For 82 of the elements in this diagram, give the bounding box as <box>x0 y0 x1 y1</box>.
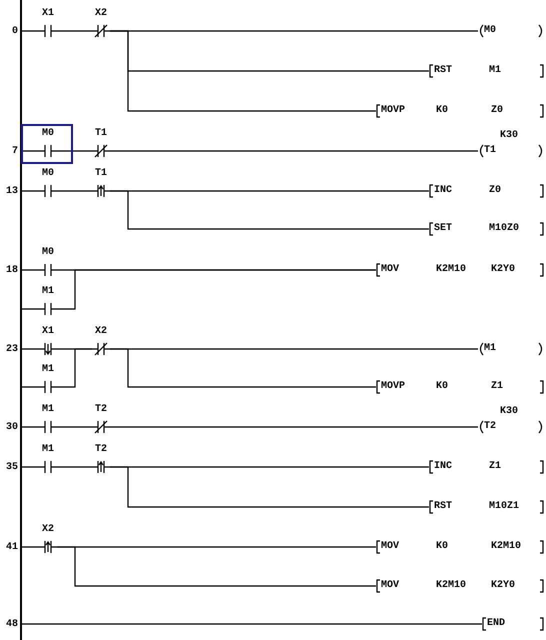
instruction-name: SET <box>434 223 452 234</box>
operand: M10Z1 <box>489 501 520 512</box>
wire <box>57 466 92 468</box>
wire <box>22 190 39 192</box>
wire <box>57 190 92 192</box>
wire <box>22 426 39 428</box>
device-label: T2 <box>94 404 108 415</box>
operand: Z0 <box>489 185 502 196</box>
device-label: M1 <box>40 286 55 297</box>
coil-label: M0 <box>484 25 496 36</box>
device-label: T2 <box>94 444 108 455</box>
operand: Z0 <box>491 105 504 116</box>
device-label: X2 <box>40 524 55 535</box>
device-label: M1 <box>40 364 55 375</box>
instruction-name: END <box>487 618 506 629</box>
operand: K2Y0 <box>491 580 516 591</box>
device-label: M0 <box>40 128 55 139</box>
wire <box>22 30 39 32</box>
step-number: 23 <box>6 344 18 355</box>
step-number: 41 <box>6 542 18 553</box>
device-label: M0 <box>40 168 55 179</box>
coil-label: T2 <box>484 421 496 432</box>
wire <box>22 466 39 468</box>
operand: K2M10 <box>491 541 522 552</box>
wire <box>110 426 478 428</box>
instruction-name: MOV <box>381 580 400 591</box>
operand: Z1 <box>489 461 502 472</box>
operand: Z1 <box>491 381 504 392</box>
device-label: X2 <box>94 8 108 19</box>
preset-value: K30 <box>500 406 518 417</box>
operand: K0 <box>436 541 448 552</box>
device-label: X1 <box>40 8 55 19</box>
wire <box>110 150 478 152</box>
preset-value: K30 <box>500 130 518 141</box>
operand: K2Y0 <box>491 264 516 275</box>
wire <box>110 30 376 112</box>
coil-label: T1 <box>484 145 496 156</box>
instruction-name: MOV <box>381 264 400 275</box>
operand: K0 <box>436 105 448 116</box>
coil-label: M1 <box>484 343 496 354</box>
operand: K0 <box>436 381 448 392</box>
instruction-name: RST <box>434 65 452 76</box>
wire <box>57 150 92 152</box>
instruction-name: RST <box>434 501 452 512</box>
step-number: 13 <box>6 186 18 197</box>
step-number: 18 <box>6 265 18 276</box>
wire <box>57 269 376 310</box>
wire <box>22 623 482 625</box>
device-label: T1 <box>94 128 108 139</box>
wire <box>57 348 92 388</box>
operand: K2M10 <box>436 580 466 591</box>
wire <box>110 348 376 388</box>
device-label: M0 <box>40 247 55 258</box>
wire <box>57 426 92 428</box>
device-label: M1 <box>40 444 55 455</box>
wire <box>22 348 39 350</box>
wire <box>110 466 429 508</box>
step-number: 35 <box>6 462 18 473</box>
wire <box>22 150 39 152</box>
instruction-name: MOVP <box>381 381 406 392</box>
wire <box>57 30 92 32</box>
instruction-name: MOVP <box>381 105 406 116</box>
operand: K2M10 <box>436 264 466 275</box>
device-label: X2 <box>94 326 108 337</box>
wire <box>110 190 429 230</box>
wire <box>22 386 39 388</box>
step-number: 0 <box>12 26 18 37</box>
wire <box>22 308 39 310</box>
instruction-name: MOV <box>381 541 400 552</box>
instruction-name: INC <box>434 461 452 472</box>
wire <box>22 269 39 271</box>
instruction-name: INC <box>434 185 452 196</box>
device-label: T1 <box>94 168 108 179</box>
device-label: M1 <box>40 404 55 415</box>
operand: M1 <box>489 65 502 76</box>
device-label: X1 <box>40 326 55 337</box>
step-number: 7 <box>12 146 18 157</box>
wire <box>22 546 39 548</box>
wire <box>57 546 376 587</box>
step-number: 30 <box>6 422 18 433</box>
step-number: 48 <box>6 619 18 630</box>
operand: M10Z0 <box>489 223 520 234</box>
